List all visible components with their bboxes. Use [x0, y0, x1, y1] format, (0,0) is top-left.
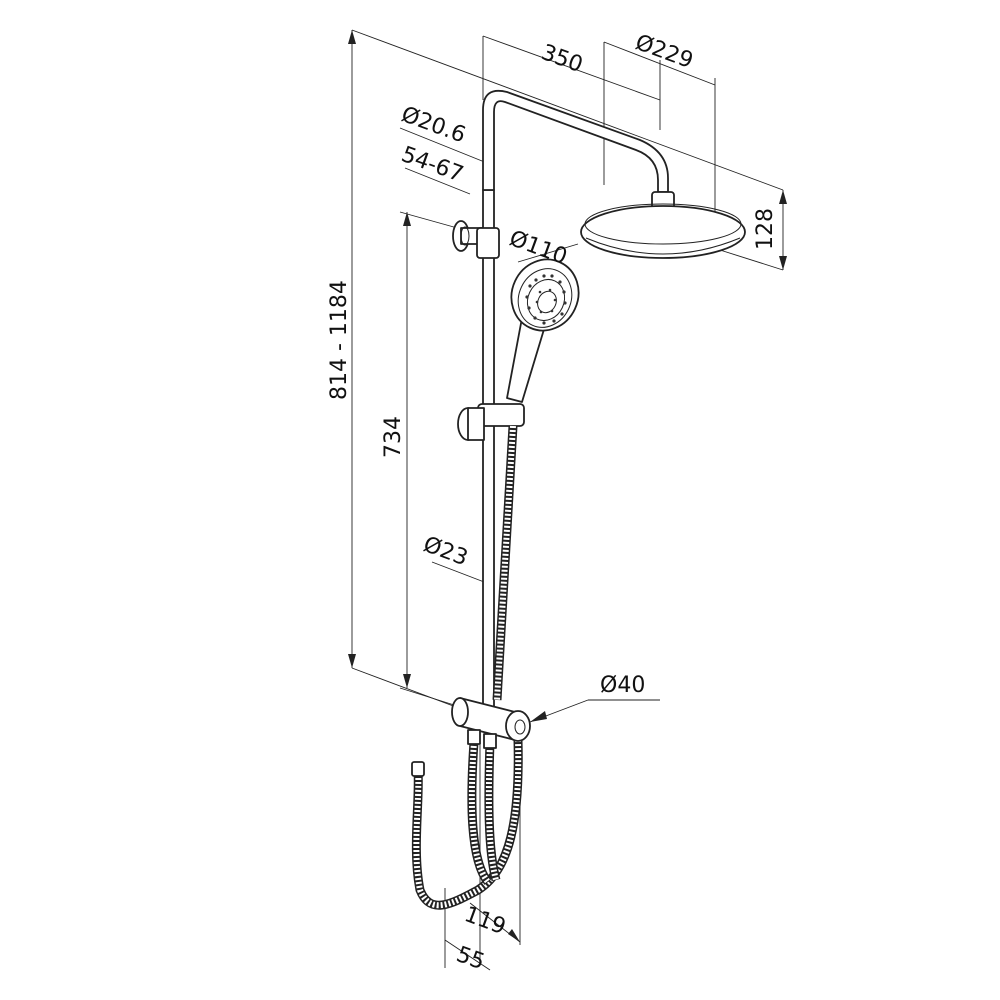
- dimension-labels: 350 Ø229 128 Ø20.6 54-67 Ø110 814 - 1184…: [327, 30, 778, 975]
- dim-rail-diameter: Ø23: [420, 532, 471, 571]
- overhead-shower-icon: [580, 191, 746, 259]
- dim-head-projection: 350: [538, 40, 586, 78]
- dim-bracket-range: 54-67: [398, 142, 467, 187]
- dim-head-diameter: Ø229: [632, 30, 696, 74]
- dim-total-height: 814 - 1184: [327, 280, 352, 400]
- sliding-holder: [457, 403, 525, 441]
- dim-head-height: 128: [753, 208, 778, 250]
- dim-diverter-diameter: Ø40: [600, 673, 645, 698]
- flexible-hose-icon: [411, 425, 523, 910]
- dim-wall-offset-inner: 55: [453, 942, 488, 975]
- diverter-body: [451, 697, 531, 749]
- shower-arm: [482, 89, 669, 193]
- dim-rail-height: 734: [381, 416, 406, 458]
- dim-wall-offset-outer: 119: [461, 902, 509, 940]
- riser-rail: [476, 189, 500, 711]
- hand-shower-icon: [506, 258, 580, 403]
